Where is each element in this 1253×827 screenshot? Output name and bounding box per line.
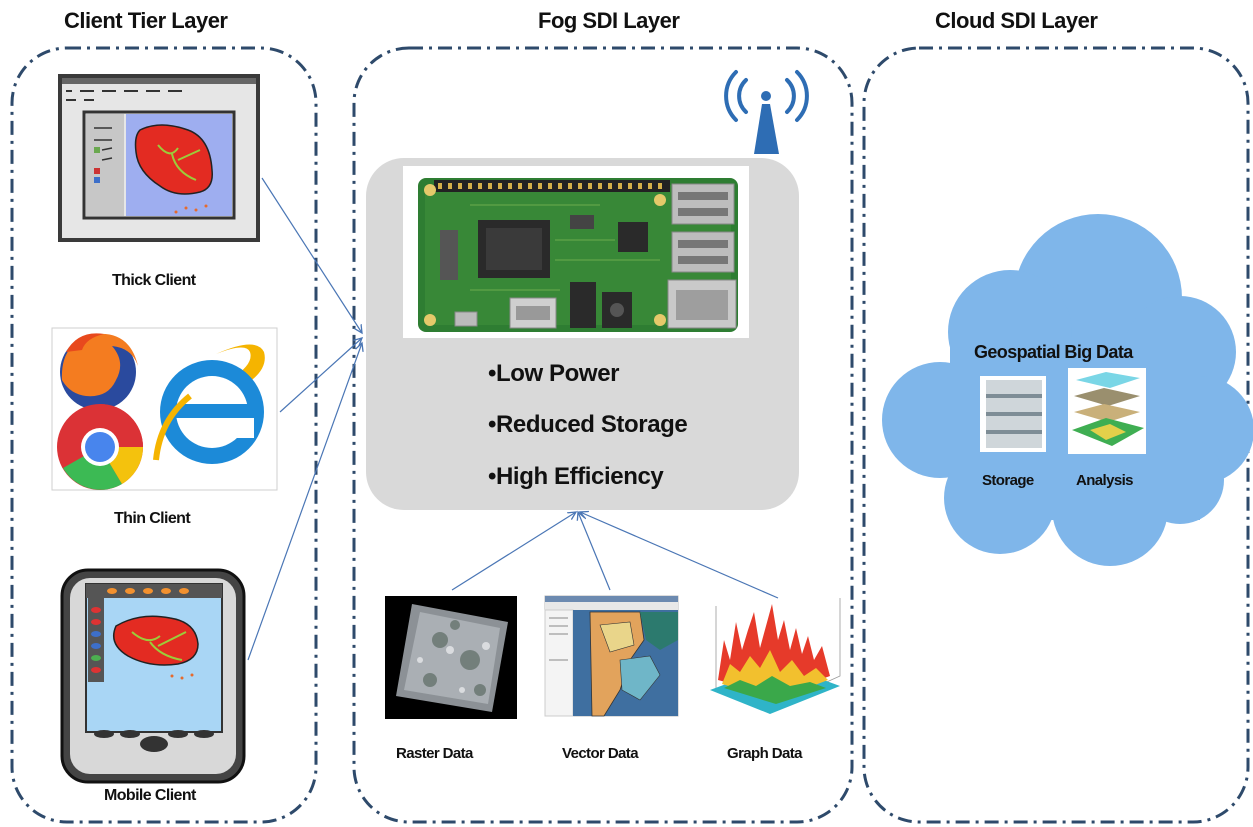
client-layer-title: Client Tier Layer xyxy=(64,8,228,33)
feature-high-efficiency: •High Efficiency xyxy=(488,463,664,490)
arrow-thin-to-fog xyxy=(279,338,362,413)
wifi-tower-icon xyxy=(724,70,809,154)
arrows xyxy=(247,177,779,661)
mobile-client-image xyxy=(60,568,246,784)
thin-client-label: Thin Client xyxy=(114,510,191,527)
analysis-layers-icon xyxy=(1068,368,1146,454)
client-layer-border xyxy=(10,46,318,824)
fog-layer-title: Fog SDI Layer xyxy=(538,8,680,33)
arrow-raster-to-fog xyxy=(451,512,576,591)
storage-label: Storage xyxy=(982,472,1034,489)
graph-data-label: Graph Data xyxy=(727,745,802,762)
chrome-logo-icon xyxy=(57,404,144,490)
raspberry-pi-board-image xyxy=(403,166,749,338)
arrow-mobile-to-fog xyxy=(247,343,362,661)
graph-data-image xyxy=(710,598,841,714)
geospatial-big-data-title: Geospatial Big Data xyxy=(974,342,1133,362)
vector-data-image xyxy=(544,595,679,717)
raster-data-label: Raster Data xyxy=(396,745,473,762)
vector-data-label: Vector Data xyxy=(562,745,639,762)
mobile-client-label: Mobile Client xyxy=(104,787,196,804)
storage-database-icon xyxy=(980,376,1046,452)
cloud-shape xyxy=(882,214,1253,566)
firefox-logo-icon xyxy=(60,333,138,410)
cloud-layer-border xyxy=(862,46,1250,824)
fog-layer-border xyxy=(352,46,854,824)
arrow-vector-to-fog xyxy=(578,512,611,591)
feature-reduced-storage: •Reduced Storage xyxy=(488,411,688,438)
analysis-label: Analysis xyxy=(1076,472,1134,489)
thick-client-image xyxy=(58,74,260,242)
arrow-graph-to-fog xyxy=(580,512,779,599)
cloud-layer-title: Cloud SDI Layer xyxy=(935,8,1098,33)
arrow-thick-to-fog xyxy=(261,177,362,333)
thin-client-image xyxy=(51,327,278,491)
internet-explorer-logo-icon xyxy=(153,344,265,464)
feature-low-power: •Low Power xyxy=(488,360,620,387)
raster-data-image xyxy=(385,596,517,719)
thick-client-label: Thick Client xyxy=(112,272,196,289)
